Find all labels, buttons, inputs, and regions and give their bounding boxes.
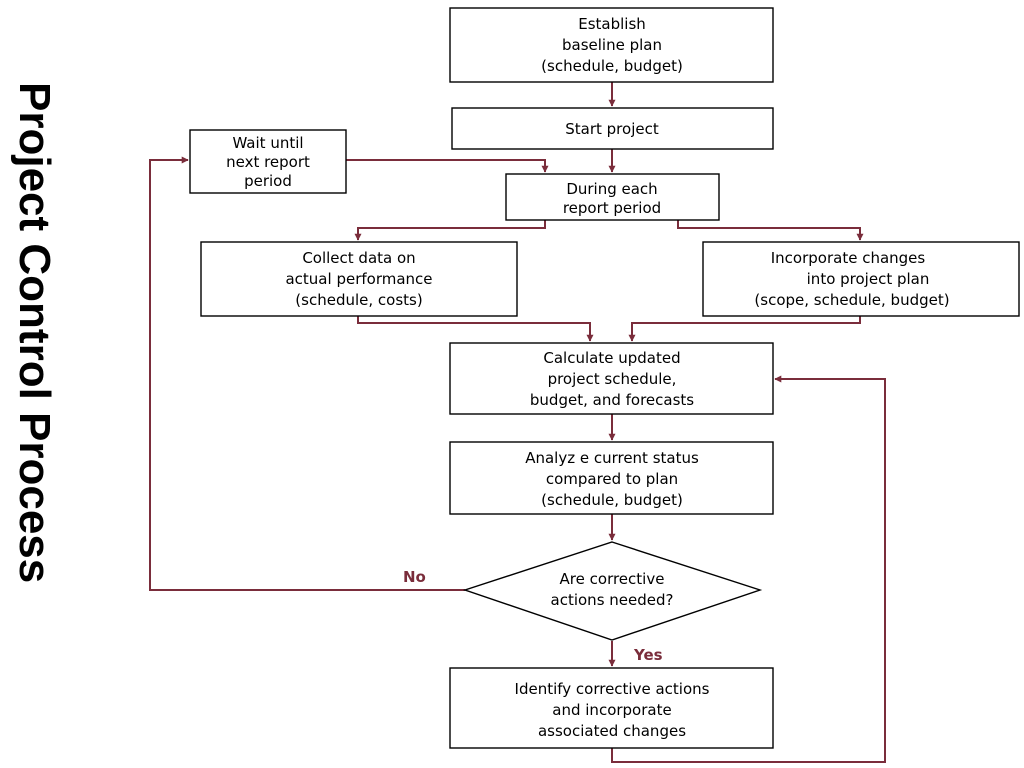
node-during-each-period: During each report period [505, 173, 720, 221]
node-text-line: associated changes [538, 722, 686, 740]
node-wait-until-next-period: Wait until next report period [189, 129, 347, 194]
node-text-line: (schedule, budget) [541, 491, 683, 509]
node-text-line: Analyz e current status [525, 449, 699, 467]
node-text-line: budget, and forecasts [530, 391, 694, 409]
node-start-project: Start project [451, 107, 774, 150]
arrow-wait-to-during [346, 159, 549, 173]
node-text-line: Establish [578, 15, 646, 33]
node-text-line: next report [226, 153, 310, 171]
node-text-line: Identify corrective actions [515, 680, 710, 698]
node-text-line: report period [563, 199, 661, 217]
arrow-decision-no-to-wait [149, 156, 465, 591]
arrow-identify-loop-to-calculate [611, 375, 886, 763]
node-text-line: (schedule, costs) [295, 291, 422, 309]
node-text-line: into project plan [807, 270, 930, 288]
page-title: Project Control Process [10, 82, 59, 584]
node-text-line: Wait until [232, 134, 303, 152]
arrow-collect-to-calculate [357, 316, 594, 342]
node-text-line: actions needed? [551, 591, 674, 609]
node-text-line: actual performance [285, 270, 432, 288]
node-decision-corrective: Are corrective actions needed? [462, 541, 763, 641]
node-text-line: (scope, schedule, budget) [754, 291, 949, 309]
node-text-line: Are corrective [560, 570, 665, 588]
node-calculate-updated: Calculate updated project schedule, budg… [449, 342, 774, 415]
node-establish-baseline: Establish baseline plan (schedule, budge… [449, 7, 774, 83]
node-text-line: Start project [565, 120, 659, 138]
node-text-line: Collect data on [302, 249, 415, 267]
node-text-line: period [244, 172, 292, 190]
node-collect-data: Collect data on actual performance (sche… [200, 241, 518, 317]
node-text-line: compared to plan [546, 470, 678, 488]
arrow-during-to-incorporate [677, 220, 864, 241]
node-text-line: project schedule, [548, 370, 677, 388]
node-text-line: Incorporate changes [771, 249, 926, 267]
node-analyze-status: Analyz e current status compared to plan… [449, 441, 774, 515]
branch-label-no: No [403, 568, 426, 586]
connectors [149, 82, 886, 763]
arrow-during-to-collect [354, 220, 546, 241]
node-text-line: (schedule, budget) [541, 57, 683, 75]
node-text-line: and incorporate [552, 701, 671, 719]
node-identify-corrective: Identify corrective actions and incorpor… [449, 667, 774, 749]
node-incorporate-changes: Incorporate changes into project plan (s… [702, 241, 1020, 317]
node-text-line: During each [566, 180, 657, 198]
node-text-line: baseline plan [562, 36, 662, 54]
arrow-incorporate-to-calculate [628, 316, 861, 342]
branch-label-yes: Yes [633, 646, 663, 664]
node-text-line: Calculate updated [543, 349, 680, 367]
